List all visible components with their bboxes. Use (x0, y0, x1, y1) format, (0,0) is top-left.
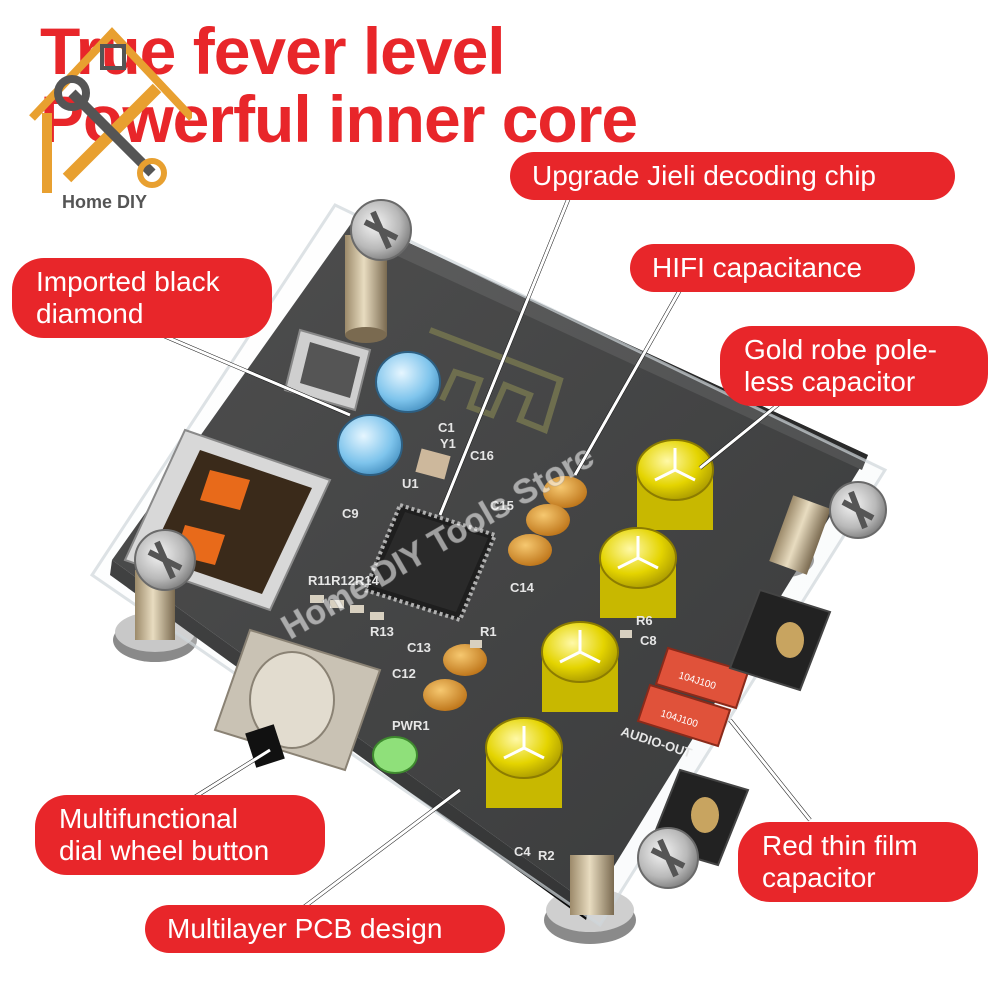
audio-jacks (648, 588, 832, 867)
label-r2: R2 (538, 848, 555, 863)
callout-pcb-text: Multilayer PCB design (167, 913, 443, 944)
house-wrench-screwdriver-icon (29, 27, 192, 193)
dial-wheel-button (213, 628, 382, 772)
label-pwr: PWR1 (392, 718, 430, 733)
callout-hifi-text: HIFI capacitance (652, 252, 863, 283)
label-u1: U1 (402, 476, 419, 491)
usb-c-port (283, 328, 372, 412)
label-c15: C15 (490, 498, 514, 513)
label-r6: R6 (636, 613, 653, 628)
blue-capacitor-1 (375, 351, 441, 413)
power-led (372, 736, 418, 774)
standoff-right (769, 481, 887, 575)
smd-resistors (310, 595, 632, 648)
gold-capacitors (485, 439, 714, 808)
label-y1: Y1 (440, 436, 456, 451)
callout-dial-text: Multifunctional dial wheel button (59, 803, 270, 866)
headline-line-1: True fever level (40, 14, 506, 88)
label-c1: C1 (438, 420, 455, 435)
logo-text: Home DIY (62, 192, 148, 212)
callout-chip: Upgrade Jieli decoding chip (510, 152, 955, 200)
callout-hifi: HIFI capacitance (630, 244, 915, 292)
antenna-trace (428, 327, 564, 435)
callout-pcb: Multilayer PCB design (145, 905, 505, 953)
callout-chip-text: Upgrade Jieli decoding chip (532, 160, 876, 191)
jieli-decoding-chip (362, 502, 498, 623)
callout-diamond: Imported black diamond (12, 258, 272, 338)
standoff-top-left (345, 199, 412, 343)
leader-lines (149, 194, 812, 912)
callout-dial: Multifunctional dial wheel button (35, 795, 325, 875)
label-c16: C16 (470, 448, 494, 463)
callout-gold: Gold robe pole- less capacitor (720, 326, 988, 406)
blue-capacitor-2 (337, 414, 403, 476)
label-r1: R1 (480, 624, 497, 639)
label-r13: R13 (370, 624, 394, 639)
label-c9: C9 (342, 506, 359, 521)
standoff-left (134, 529, 196, 640)
label-c8: C8 (640, 633, 657, 648)
ceramic-capacitors (423, 476, 587, 711)
label-c4: C4 (514, 844, 531, 859)
callout-film: Red thin film capacitor (738, 822, 978, 902)
callout-gold-text: Gold robe pole- less capacitor (744, 334, 938, 397)
label-c12: C12 (392, 666, 416, 681)
crystal-y1 (415, 448, 451, 480)
label-c14: C14 (510, 580, 535, 595)
label-r11: R11R12R14 (308, 573, 380, 588)
callout-film-text: Red thin film capacitor (762, 830, 918, 893)
standoff-bottom (570, 827, 699, 915)
label-c13: C13 (407, 640, 431, 655)
callout-diamond-text: Imported black diamond (36, 266, 220, 329)
red-film-capacitors (636, 646, 750, 748)
